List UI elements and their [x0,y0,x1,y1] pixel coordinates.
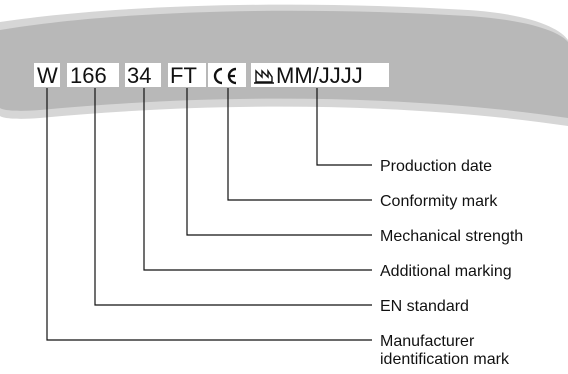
leader-manufacturer [46,88,372,341]
box-standard [67,63,119,87]
marking-row: W 166 34 FT MM/JJJJ [34,63,389,88]
marking-additional: 34 [127,63,151,88]
leader-additional-marking [143,88,372,271]
box-manufacturer [34,63,60,87]
ce-mark-icon [213,67,237,85]
label-conformity-mark: Conformity mark [380,193,498,210]
marking-standard: 166 [70,63,107,88]
factory-date-icon [254,68,274,84]
label-en-standard: EN standard [380,298,469,315]
label-manufacturer-line2: identification mark [380,351,510,368]
labels: Production date Conformity mark Mechanic… [380,158,523,368]
leader-conformity-mark [227,88,372,201]
leader-production-date [316,88,372,166]
box-conformity [208,63,246,87]
marking-strength: FT [170,63,197,88]
box-strength [168,63,206,87]
marking-date: MM/JJJJ [276,63,363,88]
box-additional [125,63,161,87]
label-production-date: Production date [380,158,492,175]
label-additional-marking: Additional marking [380,263,512,280]
leader-mechanical-strength [186,88,372,236]
leader-lines [46,88,372,341]
marking-manufacturer: W [37,63,58,88]
label-manufacturer-line1: Manufacturer [380,333,475,350]
leader-en-standard [94,88,372,306]
label-mechanical-strength: Mechanical strength [380,228,523,245]
